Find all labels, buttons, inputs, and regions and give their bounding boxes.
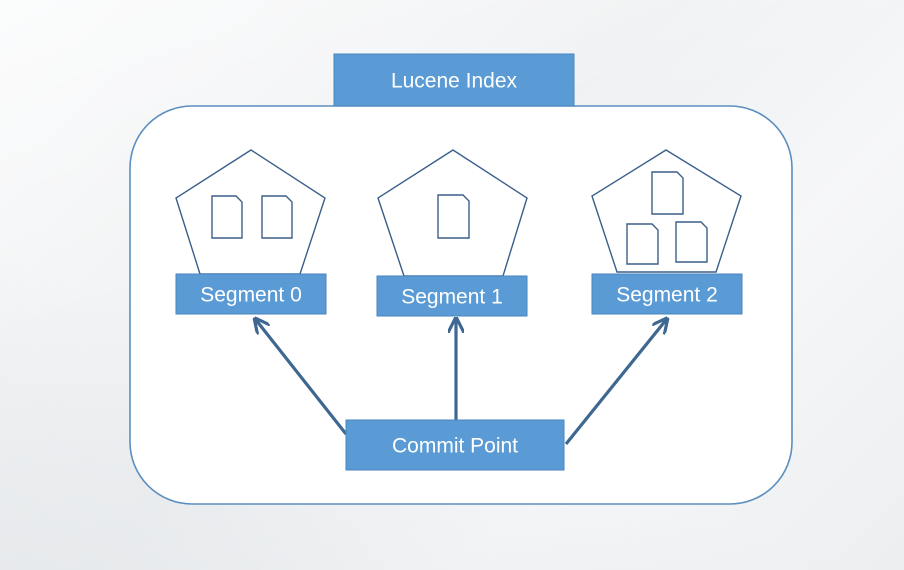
document-icon xyxy=(211,195,243,239)
segment-1: Segment 1 xyxy=(376,149,528,317)
segment-0-label: Segment 0 xyxy=(200,284,302,307)
segment-0-label-box xyxy=(175,273,327,315)
index-title-tab: Lucene Index xyxy=(333,53,575,107)
segment-1-label-box xyxy=(376,275,528,317)
commit-point-label: Commit Point xyxy=(392,435,518,458)
segment-0: Segment 0 xyxy=(175,149,327,315)
document-icon xyxy=(651,171,684,215)
commit-point: Commit Point xyxy=(345,419,565,471)
commit-point-box xyxy=(345,419,565,471)
segment-2-label: Segment 2 xyxy=(616,284,718,307)
document-icon xyxy=(675,221,708,263)
segment-2-label-box xyxy=(591,273,743,315)
segment-2: Segment 2 xyxy=(591,149,743,315)
arrow-to-segment-2 xyxy=(564,320,666,446)
document-icon xyxy=(626,223,659,265)
arrow-to-segment-0 xyxy=(256,320,348,435)
index-title-box xyxy=(333,53,575,107)
document-icon xyxy=(261,195,293,239)
index-title: Lucene Index xyxy=(391,70,518,93)
document-icon xyxy=(437,194,470,239)
segment-1-label: Segment 1 xyxy=(401,286,503,309)
